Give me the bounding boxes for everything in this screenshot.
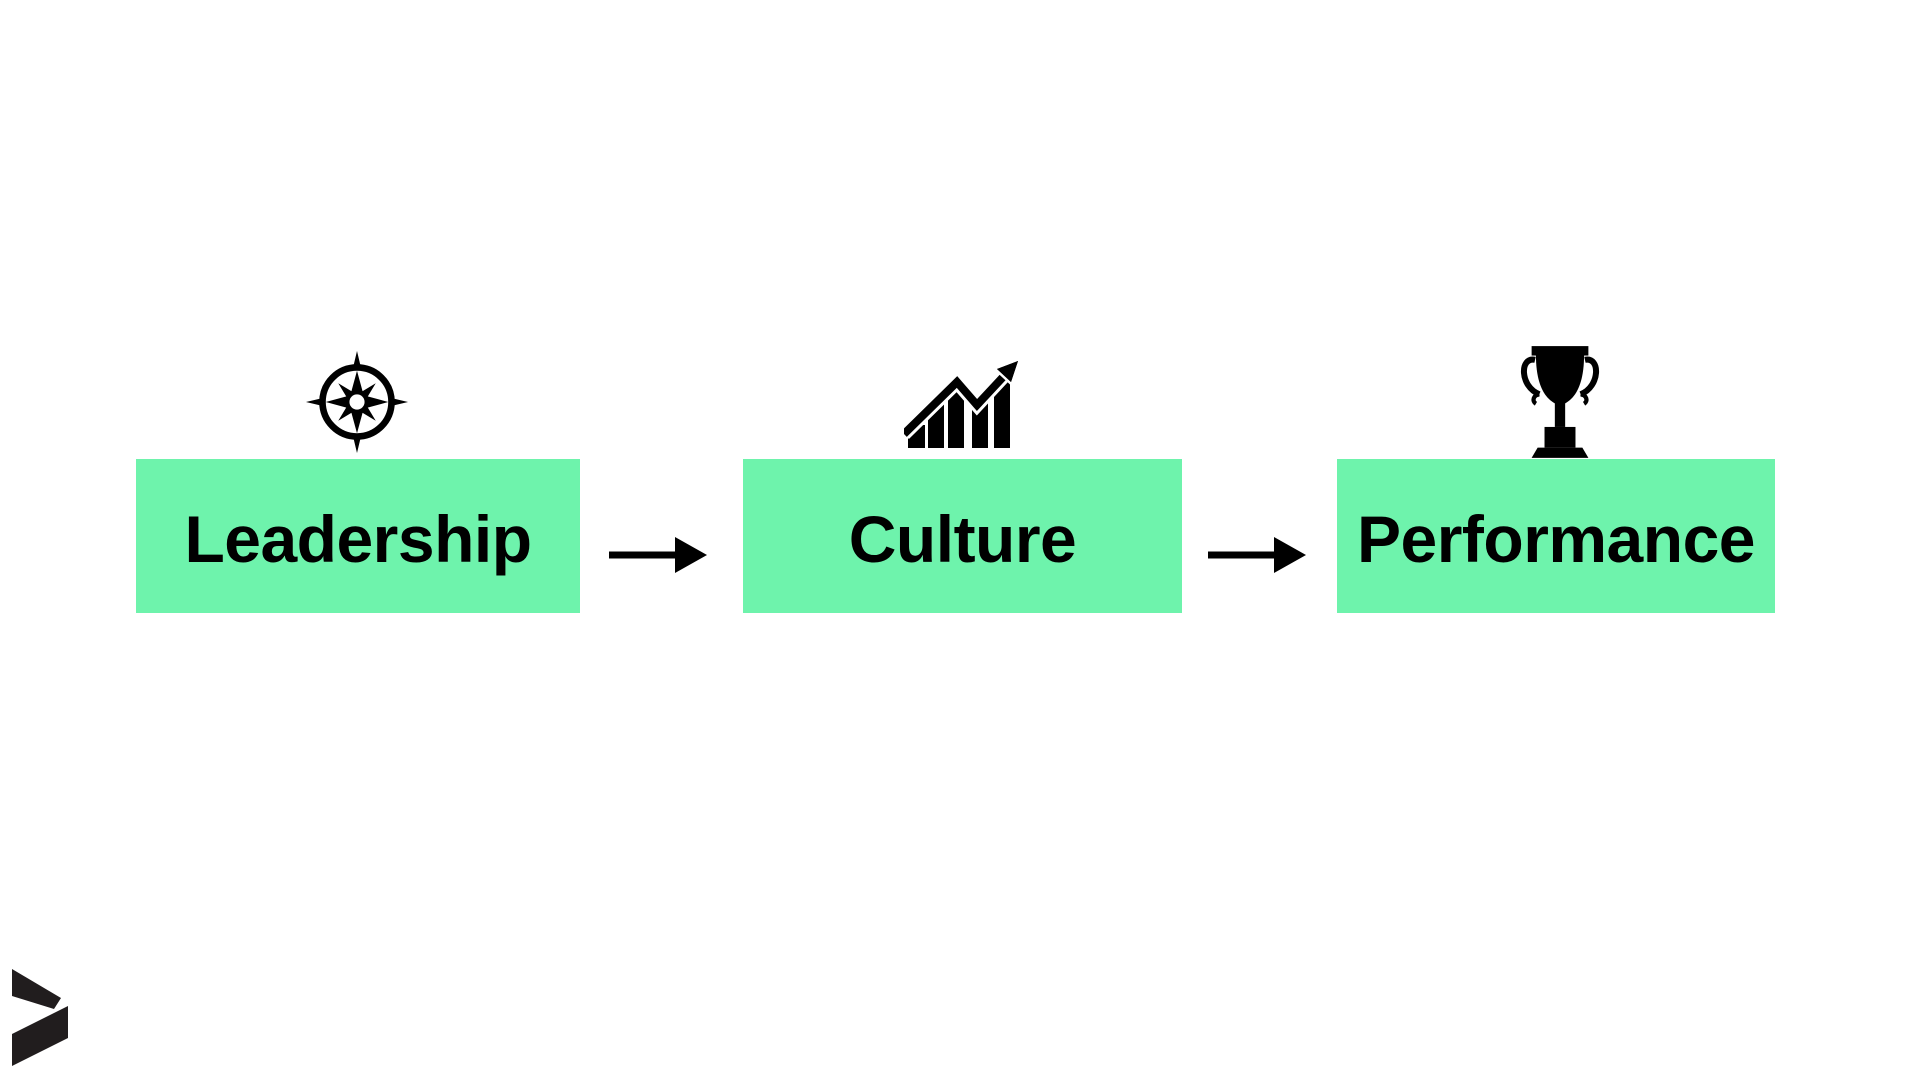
step-label-culture: Culture [848,502,1077,576]
chevron-logo [12,967,69,1067]
step-label-performance: Performance [1356,502,1756,576]
flow-arrow-icon [609,537,707,573]
compass-icon [305,350,409,454]
flow-arrow-icon [1208,537,1306,573]
step-label-leadership: Leadership [184,502,532,576]
step-box-culture: Culture [743,459,1182,613]
step-box-performance: Performance [1337,459,1775,613]
growth-chart-icon [904,358,1020,448]
step-box-leadership: Leadership [136,459,580,613]
trophy-icon [1517,346,1603,458]
